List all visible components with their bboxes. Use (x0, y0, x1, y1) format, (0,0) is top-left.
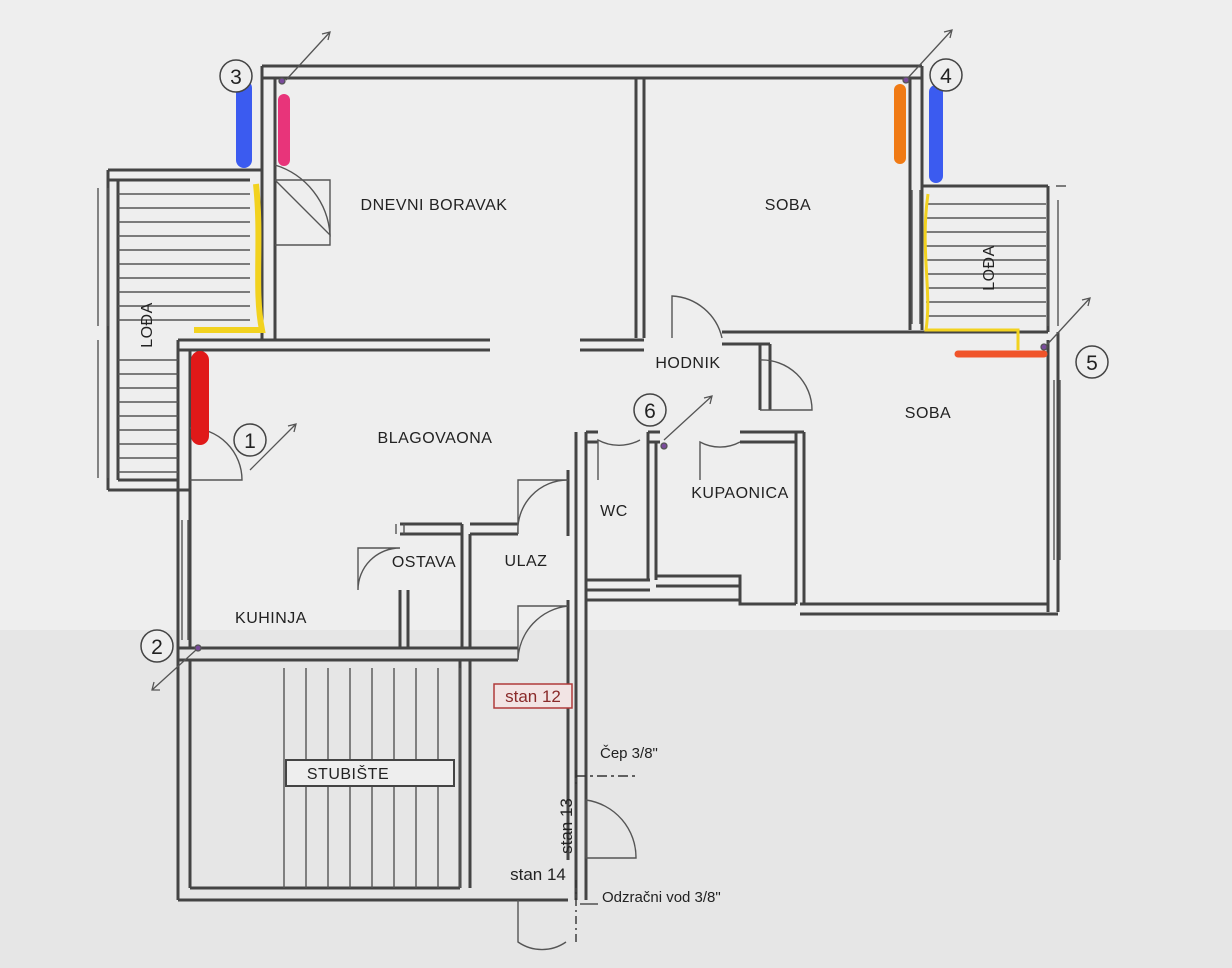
note-cep: Čep 3/8" (600, 745, 658, 762)
room-loda-left: LOĐA (139, 302, 156, 348)
paper-fold-shade (0, 630, 1232, 968)
marker-circles (140, 58, 1109, 663)
room-labels: DNEVNI BORAVAK SOBA LOĐA LOĐA HODNIK SOB… (139, 197, 998, 783)
marker-3: 3 (230, 66, 242, 89)
note-odzracni-vod: Odzračni vod 3/8" (602, 889, 721, 906)
stan12-box (493, 683, 573, 709)
room-ulaz: ULAZ (505, 553, 548, 570)
flat-stan-12: stan 12 (505, 687, 561, 706)
marker-labels: 3 4 5 6 1 2 (151, 65, 1098, 659)
marker-1: 1 (244, 430, 256, 453)
marker-2: 2 (151, 636, 163, 659)
room-dnevni-boravak: DNEVNI BORAVAK (361, 197, 508, 214)
flat-stan-13: stan 13 (557, 798, 576, 854)
room-kuhinja: KUHINJA (235, 610, 307, 627)
marker-5: 5 (1086, 352, 1098, 375)
marker-4: 4 (940, 65, 952, 88)
room-soba-top: SOBA (765, 197, 811, 214)
pipe-notes: Čep 3/8" Odzračni vod 3/8" (575, 745, 721, 946)
flat-labels: stan 12 stan 13 stan 14 (493, 683, 576, 884)
room-hodnik: HODNIK (655, 355, 720, 372)
vent-arrows (151, 29, 1091, 691)
loda-right (911, 184, 1066, 560)
room-kupaonica: KUPAONICA (691, 485, 789, 502)
room-stubiste: STUBIŠTE (307, 764, 389, 783)
walls (176, 64, 1060, 902)
room-ostava: OSTAVA (392, 554, 456, 571)
room-loda-right: LOĐA (981, 245, 998, 291)
room-wc: WC (600, 503, 628, 520)
flat-stan-14: stan 14 (510, 865, 566, 884)
staircase (283, 668, 461, 888)
marker-6: 6 (644, 400, 656, 423)
highlight-marks (191, 80, 1048, 445)
loda-left (97, 168, 262, 640)
room-soba-right: SOBA (905, 405, 951, 422)
room-blagovaona: BLAGOVAONA (378, 430, 493, 447)
